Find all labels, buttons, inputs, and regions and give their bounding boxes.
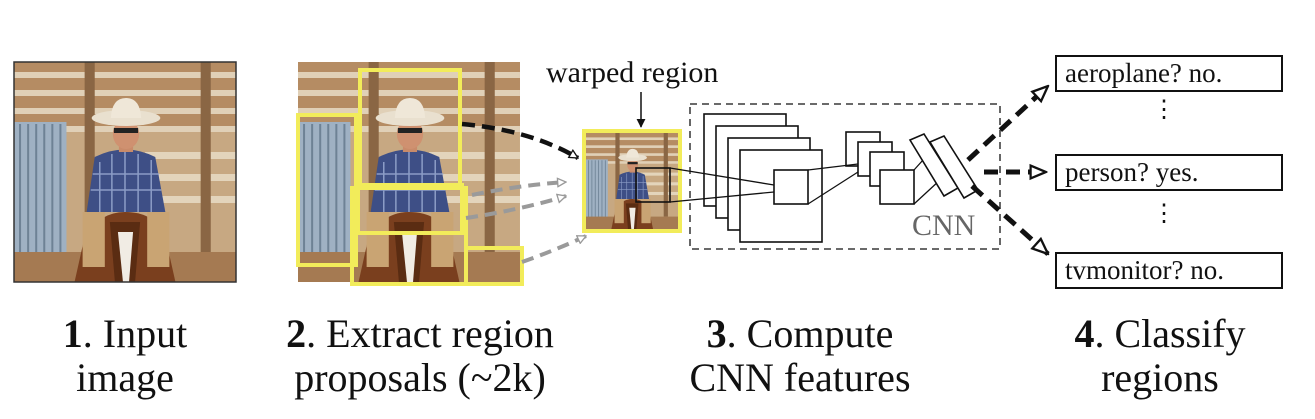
conv-layer-8 <box>879 169 915 205</box>
arrow-aeroplane <box>966 86 1048 162</box>
step-2-subtitle: proposals (~2k) <box>294 355 546 400</box>
proposal-box-horse <box>350 186 468 286</box>
step-1-title: Input <box>102 311 188 356</box>
warped-region-image <box>586 133 678 229</box>
class-box-aeroplane: aeroplane? no. <box>1055 55 1283 92</box>
proposal-box-ground <box>464 246 524 286</box>
step-3-number: 3 <box>706 311 727 356</box>
step-4-title: Classify <box>1114 311 1246 356</box>
cnn-label: CNN <box>912 209 976 242</box>
conv-kernel-1 <box>773 169 809 205</box>
input-image <box>14 62 236 282</box>
step-4-subtitle: regions <box>1101 355 1219 400</box>
cnn-connections <box>635 149 941 205</box>
step-3-subtitle: CNN features <box>689 355 911 400</box>
step-3-line1: 3. Compute <box>706 311 894 356</box>
step-1-caption: 1. Input image <box>20 312 230 400</box>
class-box-person: person? yes. <box>1055 154 1283 191</box>
step-4-line1: 4. Classify <box>1074 311 1246 356</box>
step-2-title: Extract region <box>326 311 554 356</box>
cnn-layers <box>703 113 915 243</box>
output-arrows <box>966 86 1048 254</box>
input-image-frame <box>13 61 237 283</box>
ellipsis-icon-upper: ⋮ <box>1152 97 1176 123</box>
warp-arrow <box>461 121 578 160</box>
proposal-boxes <box>296 68 524 286</box>
step-2-line1: 2. Extract region <box>286 311 554 356</box>
class-box-tvmonitor: tvmonitor? no. <box>1055 252 1283 289</box>
warp-kernel <box>635 167 671 203</box>
step-1-subtitle: image <box>76 355 174 400</box>
step-2-caption: 2. Extract region proposals (~2k) <box>250 312 590 400</box>
proposal-box-horse-upper <box>356 183 464 235</box>
step-4-caption: 4. Classify regions <box>1040 312 1280 400</box>
ellipsis-icon-lower: ⋮ <box>1152 201 1176 227</box>
step-3-title: Compute <box>746 311 894 356</box>
arrow-tvmonitor <box>970 184 1048 254</box>
step-4-number: 4 <box>1074 311 1095 356</box>
step-2-number: 2 <box>286 311 307 356</box>
fc-layers <box>908 132 980 200</box>
warped-region-label: warped region <box>546 56 719 89</box>
step-1-number: 1 <box>62 311 83 356</box>
step-3-caption: 3. Compute CNN features <box>640 312 960 400</box>
faded-arrows <box>465 182 586 264</box>
warped-region-frame <box>582 129 682 233</box>
step-1-line1: 1. Input <box>62 311 188 356</box>
